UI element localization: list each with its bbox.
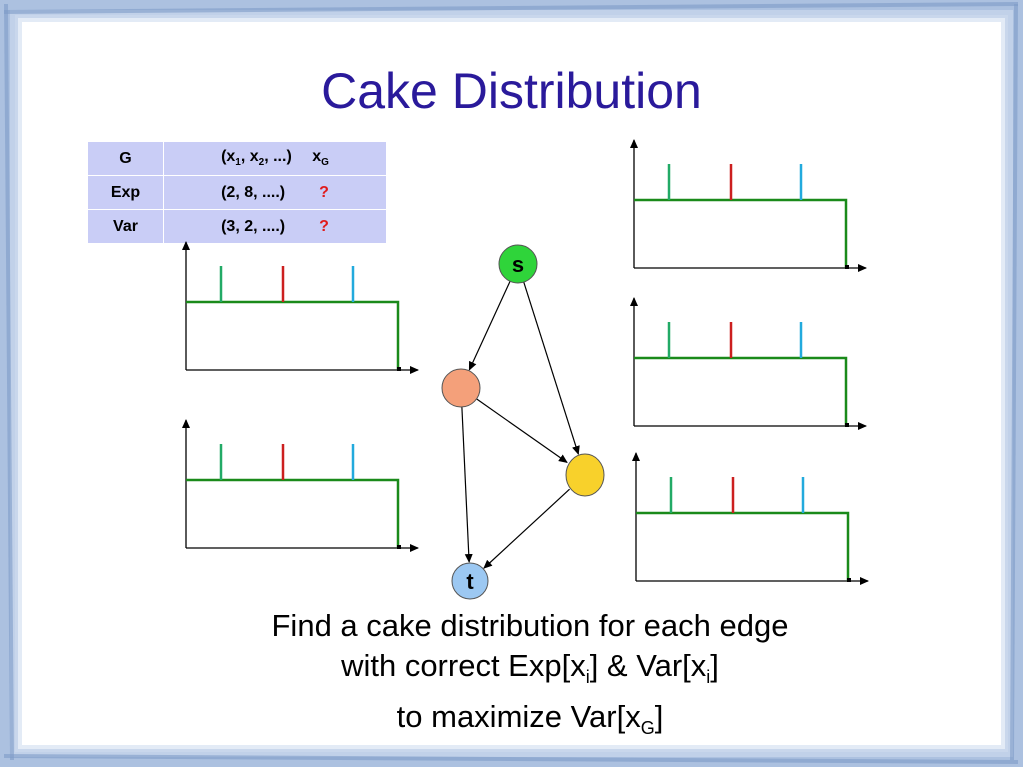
distribution-chart <box>632 452 869 585</box>
caption: Find a cake distribution for each edge w… <box>150 606 910 748</box>
node-shape <box>565 453 605 497</box>
node-label: s <box>512 252 524 277</box>
slide-title: Cake Distribution <box>321 63 702 119</box>
table-row: Var (3, 2, ....)? <box>87 209 387 244</box>
table-cell-label: Exp <box>87 175 164 210</box>
chart-step-line <box>634 198 848 268</box>
distribution-table: G (x1, x2, ...) xG Exp (2, 8, ....)? Var… <box>87 141 387 244</box>
chart-end-marker <box>845 265 849 269</box>
graph-node-a <box>441 368 481 408</box>
distribution-chart <box>630 139 867 272</box>
chart-step-line <box>634 356 848 426</box>
caption-line-1: Find a cake distribution for each edge <box>271 608 789 643</box>
graph-node-t: t <box>451 562 489 600</box>
table-cell-values: (3, 2, ....)? <box>163 209 387 244</box>
chart-end-marker <box>397 367 401 371</box>
node-label: t <box>466 569 474 594</box>
caption-line-2: with correct Exp[xi] & Var[xi] <box>341 648 719 688</box>
graph-edge-a-b <box>476 398 568 463</box>
chart-step-line <box>186 478 400 548</box>
node-shape <box>441 368 481 408</box>
caption-line-3: to maximize Var[xG] <box>396 699 664 739</box>
chart-end-marker <box>397 545 401 549</box>
distribution-chart <box>182 419 419 552</box>
graph-edge-a-t <box>461 406 473 564</box>
graph-edge-b-t <box>483 488 570 569</box>
chart-end-marker <box>847 578 851 582</box>
graph-node-b <box>565 453 605 497</box>
chart-end-marker <box>845 423 849 427</box>
distribution-chart <box>182 241 419 374</box>
graph-node-s: s <box>498 244 538 284</box>
chart-step-line <box>186 300 400 370</box>
graph-edge-s-a <box>468 281 511 371</box>
table-cell-label: Var <box>87 209 164 244</box>
distribution-chart <box>630 297 867 430</box>
node-shape <box>498 244 538 284</box>
chart-step-line <box>636 511 850 581</box>
node-shape <box>451 562 489 600</box>
graph-edge-s-b <box>523 281 580 455</box>
